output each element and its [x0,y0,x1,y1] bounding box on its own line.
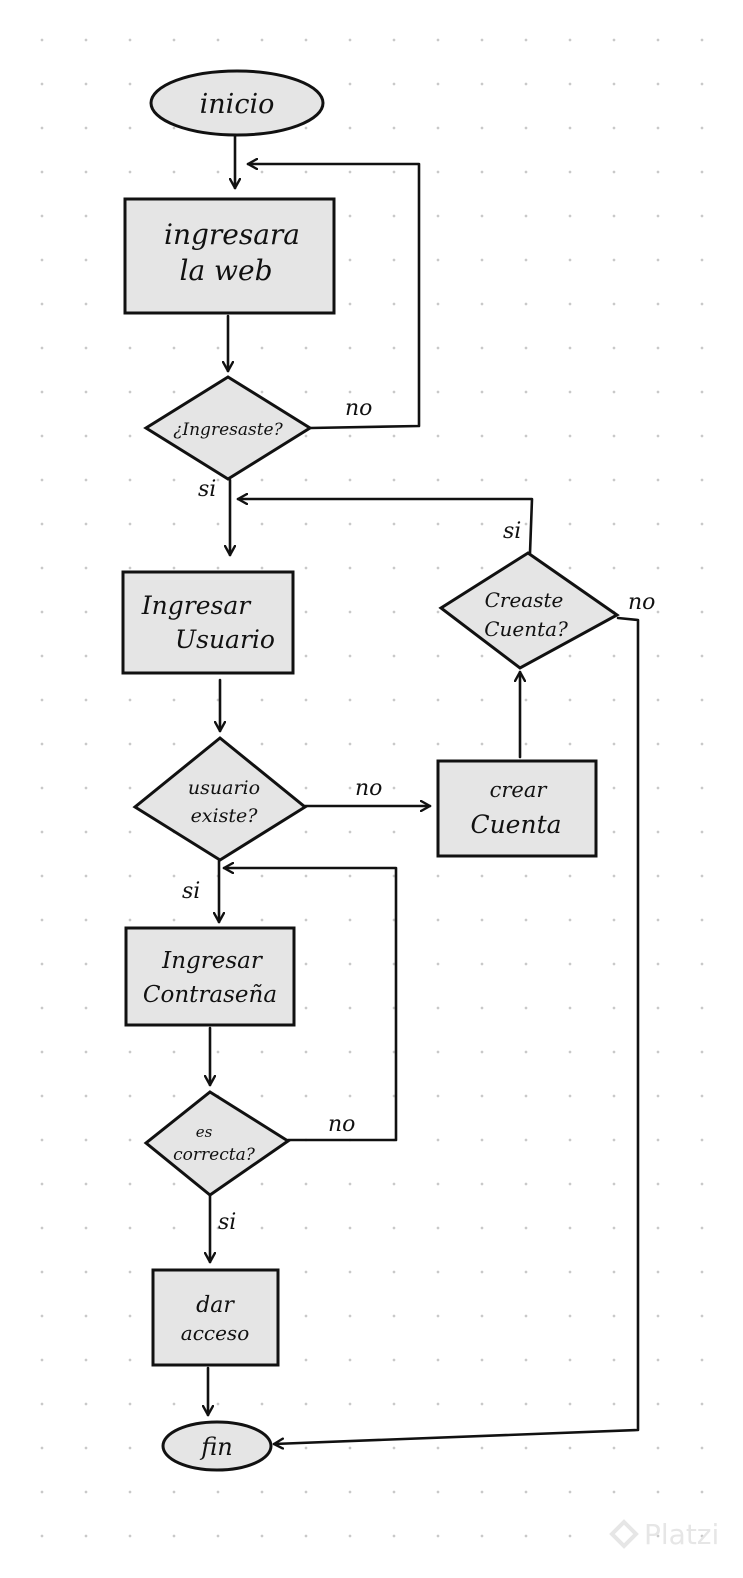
node-ingresar-web-line-2: la web [179,254,272,287]
node-ingresar-web-line-1: ingresara [164,218,300,251]
node-inicio-label: inicio [200,89,275,120]
label-usuario-no: no [355,776,382,801]
node-fin-label: fin [199,1433,232,1461]
platzi-watermark: Platzi [609,1518,719,1551]
platzi-logo-icon [609,1519,639,1549]
node-ingresar-web: ingresara la web [123,197,336,315]
node-crear-cuenta: crear Cuenta [436,759,598,858]
node-ingresaste: ¿Ingresaste? [143,375,313,481]
label-ingresaste-si: si [198,477,216,502]
node-creaste-cuenta-line-2: Cuenta? [484,617,568,641]
edge-ingresaste-no-loop [246,164,421,430]
node-creaste-cuenta: Creaste Cuenta? [438,551,620,670]
node-dar-acceso-line-2: acceso [181,1321,249,1345]
node-fin: fin [161,1420,273,1472]
platzi-watermark-text: Platzi [644,1518,719,1551]
node-ingresaste-label: ¿Ingresaste? [173,420,283,440]
node-ingresar-usuario-line-1: Ingresar [141,591,252,620]
node-crear-cuenta-line-1: crear [490,778,549,802]
node-usuario-existe-line-1: usuario [188,777,260,799]
edge-correcta-no-loop [222,868,398,1142]
edge-creaste-no-to-fin [272,616,640,1444]
node-usuario-existe-line-2: existe? [191,805,259,827]
node-ingresar-contrasena: Ingresar Contraseña [124,926,296,1027]
node-es-correcta-line-2: correcta? [173,1145,256,1165]
node-inicio: inicio [149,69,325,137]
node-crear-cuenta-line-2: Cuenta [470,810,561,839]
node-es-correcta: es correcta? [143,1090,291,1197]
node-ingresar-contrasena-line-2: Contraseña [143,982,277,1008]
node-dar-acceso: dar acceso [151,1268,280,1367]
label-correcta-no: no [328,1112,355,1137]
edge-creaste-si-loop [236,499,534,555]
node-ingresar-usuario: Ingresar Usuario [121,570,295,675]
node-usuario-existe: usuario existe? [132,736,308,862]
label-usuario-si: si [182,879,200,904]
node-dar-acceso-line-1: dar [196,1293,235,1318]
node-ingresar-contrasena-line-1: Ingresar [161,948,264,974]
label-ingresaste-no: no [345,396,372,421]
label-creaste-si: si [503,519,521,544]
label-creaste-no: no [628,590,655,615]
node-creaste-cuenta-line-1: Creaste [485,588,564,612]
node-ingresar-usuario-line-2: Usuario [175,625,275,654]
node-es-correcta-line-1: es [196,1123,213,1141]
label-correcta-si: si [218,1210,236,1235]
